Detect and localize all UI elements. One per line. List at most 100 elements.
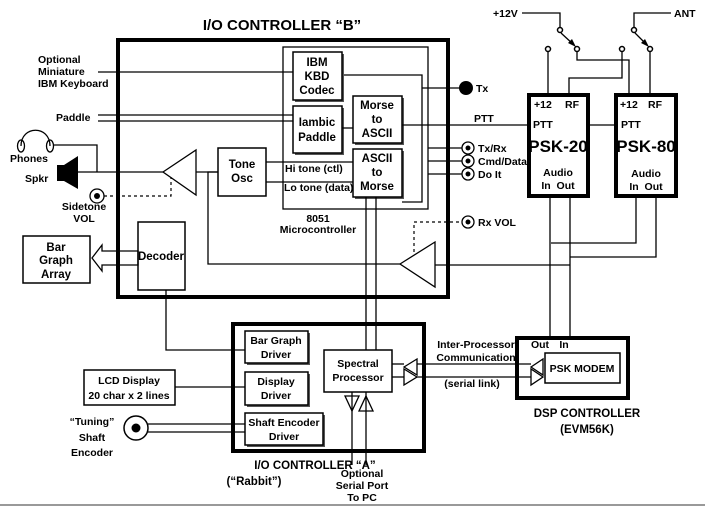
svg-text:Tone: Tone — [229, 159, 256, 171]
svg-text:Driver: Driver — [261, 349, 291, 361]
svg-text:PTT: PTT — [533, 119, 553, 131]
dsp-controller-box — [515, 336, 630, 400]
tuning-knob[interactable] — [123, 415, 149, 441]
sidetone-label: Sidetone — [62, 201, 106, 213]
display-driver-block: Display Driver — [244, 371, 310, 407]
svg-text:to: to — [372, 114, 383, 126]
lo-tone-label: Lo tone (data) — [284, 182, 353, 194]
headphones-icon — [16, 129, 55, 153]
svg-text:Audio: Audio — [543, 167, 573, 179]
svg-text:ASCII: ASCII — [362, 128, 393, 140]
micro-label: 8051 — [306, 213, 330, 225]
microcontroller-box — [282, 46, 429, 210]
svg-text:In Out: In Out — [541, 180, 575, 192]
shaft-encoder-label: Shaft — [79, 432, 106, 444]
serial-link-label: (serial link) — [444, 378, 499, 390]
svg-text:IBM: IBM — [306, 57, 327, 69]
tx-led-icon — [459, 81, 473, 95]
sidetone-label: VOL — [73, 213, 95, 225]
hi-tone-label: Hi tone (ctl) — [285, 163, 343, 175]
spkr-label: Spkr — [25, 173, 48, 185]
svg-text:RF: RF — [565, 99, 580, 111]
svg-text:Display: Display — [257, 376, 295, 388]
ant-label: ANT — [674, 8, 696, 20]
txrx-label: Tx/Rx — [478, 143, 507, 155]
tx-label: Tx — [476, 83, 488, 95]
svg-text:to: to — [372, 167, 383, 179]
cmd-data-label: Cmd/Data — [478, 156, 527, 168]
svg-text:Array: Array — [41, 269, 72, 281]
keyboard-label: Miniature — [38, 66, 85, 78]
sidetone-vol-knob[interactable] — [89, 188, 105, 204]
dsp-title: DSP CONTROLLER — [534, 408, 641, 420]
dsp-rx-buffer-icon — [530, 367, 545, 387]
controller-a-title: I/O CONTROLLER “A” — [254, 460, 375, 472]
svg-text:Decoder: Decoder — [138, 251, 185, 263]
rx-vol-knob[interactable] — [461, 215, 475, 229]
txrx-switch[interactable] — [461, 141, 475, 155]
svg-text:PSK MODEM: PSK MODEM — [550, 363, 615, 375]
morse-to-ascii-block: Morse to ASCII — [352, 95, 404, 145]
controller-a-subtitle: (“Rabbit”) — [227, 476, 282, 488]
keyboard-label: IBM Keyboard — [38, 78, 109, 90]
svg-text:KBD: KBD — [305, 71, 330, 83]
serial-port-label: Serial Port — [336, 480, 389, 492]
svg-text:+12: +12 — [534, 99, 552, 111]
svg-text:Bar: Bar — [46, 242, 66, 254]
svg-text:Morse: Morse — [360, 181, 394, 193]
do-it-label: Do It — [478, 169, 502, 181]
svg-text:20 char x 2 lines: 20 char x 2 lines — [88, 390, 169, 402]
svg-text:PSK-80: PSK-80 — [616, 137, 676, 156]
ptt-label: PTT — [474, 113, 494, 125]
svg-text:Bar Graph: Bar Graph — [250, 335, 301, 347]
speaker-icon — [57, 156, 78, 189]
controller-b-box — [116, 38, 450, 299]
svg-text:RF: RF — [648, 99, 663, 111]
ascii-to-morse-block: ASCII to Morse — [352, 148, 404, 199]
spectral-processor-block: Spectral Processor — [323, 349, 393, 393]
do-it-button[interactable] — [461, 167, 475, 181]
svg-text:Driver: Driver — [269, 431, 299, 443]
serial-port-label: To PC — [347, 492, 377, 504]
bus-line — [342, 74, 423, 203]
ipc-label: Communication — [436, 352, 515, 364]
bar-graph-array-block: Bar Graph Array — [22, 235, 91, 284]
ipc-label: Inter-Processor — [437, 339, 515, 351]
keyboard-label: Optional — [38, 54, 81, 66]
svg-text:Morse: Morse — [360, 100, 394, 112]
iambic-paddle-block: Iambic Paddle — [292, 105, 344, 155]
controller-b-title: I/O CONTROLLER “B” — [203, 17, 361, 34]
svg-text:Paddle: Paddle — [298, 132, 336, 144]
svg-text:PTT: PTT — [621, 119, 641, 131]
svg-text:Graph: Graph — [39, 255, 73, 267]
svg-text:Shaft Encoder: Shaft Encoder — [248, 417, 319, 429]
lcd-display-block: LCD Display 20 char x 2 lines — [83, 369, 176, 406]
svg-text:ASCII: ASCII — [362, 153, 393, 165]
dsp-tx-buffer-icon — [529, 357, 544, 377]
tx-buffer-icon — [403, 367, 419, 387]
rx-buffer-icon — [402, 357, 418, 377]
svg-text:Iambic: Iambic — [299, 117, 336, 129]
svg-text:+12: +12 — [620, 99, 638, 111]
plus-12v-label: +12V — [493, 8, 518, 20]
sidetone-amplifier-icon — [161, 148, 197, 197]
bar-graph-arrow-icon — [91, 243, 139, 273]
serial-port-label: Optional — [341, 468, 384, 480]
dsp-in-label: In — [559, 339, 568, 351]
micro-label: Microcontroller — [280, 224, 356, 236]
rx-amplifier-icon — [398, 240, 436, 289]
cmd-data-switch[interactable] — [461, 154, 475, 168]
svg-text:Spectral: Spectral — [337, 358, 379, 370]
dsp-out-label: Out — [531, 339, 550, 351]
serial-rx-buffer-icon — [343, 395, 361, 413]
shaft-encoder-driver-block: Shaft Encoder Driver — [244, 412, 325, 447]
kbd-codec-block: IBM KBD Codec — [292, 51, 344, 102]
serial-tx-buffer-icon — [357, 394, 375, 412]
dsp-subtitle: (EVM56K) — [560, 424, 614, 436]
svg-text:Audio: Audio — [631, 168, 661, 180]
svg-text:Processor: Processor — [332, 372, 383, 384]
tone-osc-block: Tone Osc — [217, 147, 267, 197]
paddle-label: Paddle — [56, 112, 91, 124]
phones-label: Phones — [10, 153, 48, 165]
